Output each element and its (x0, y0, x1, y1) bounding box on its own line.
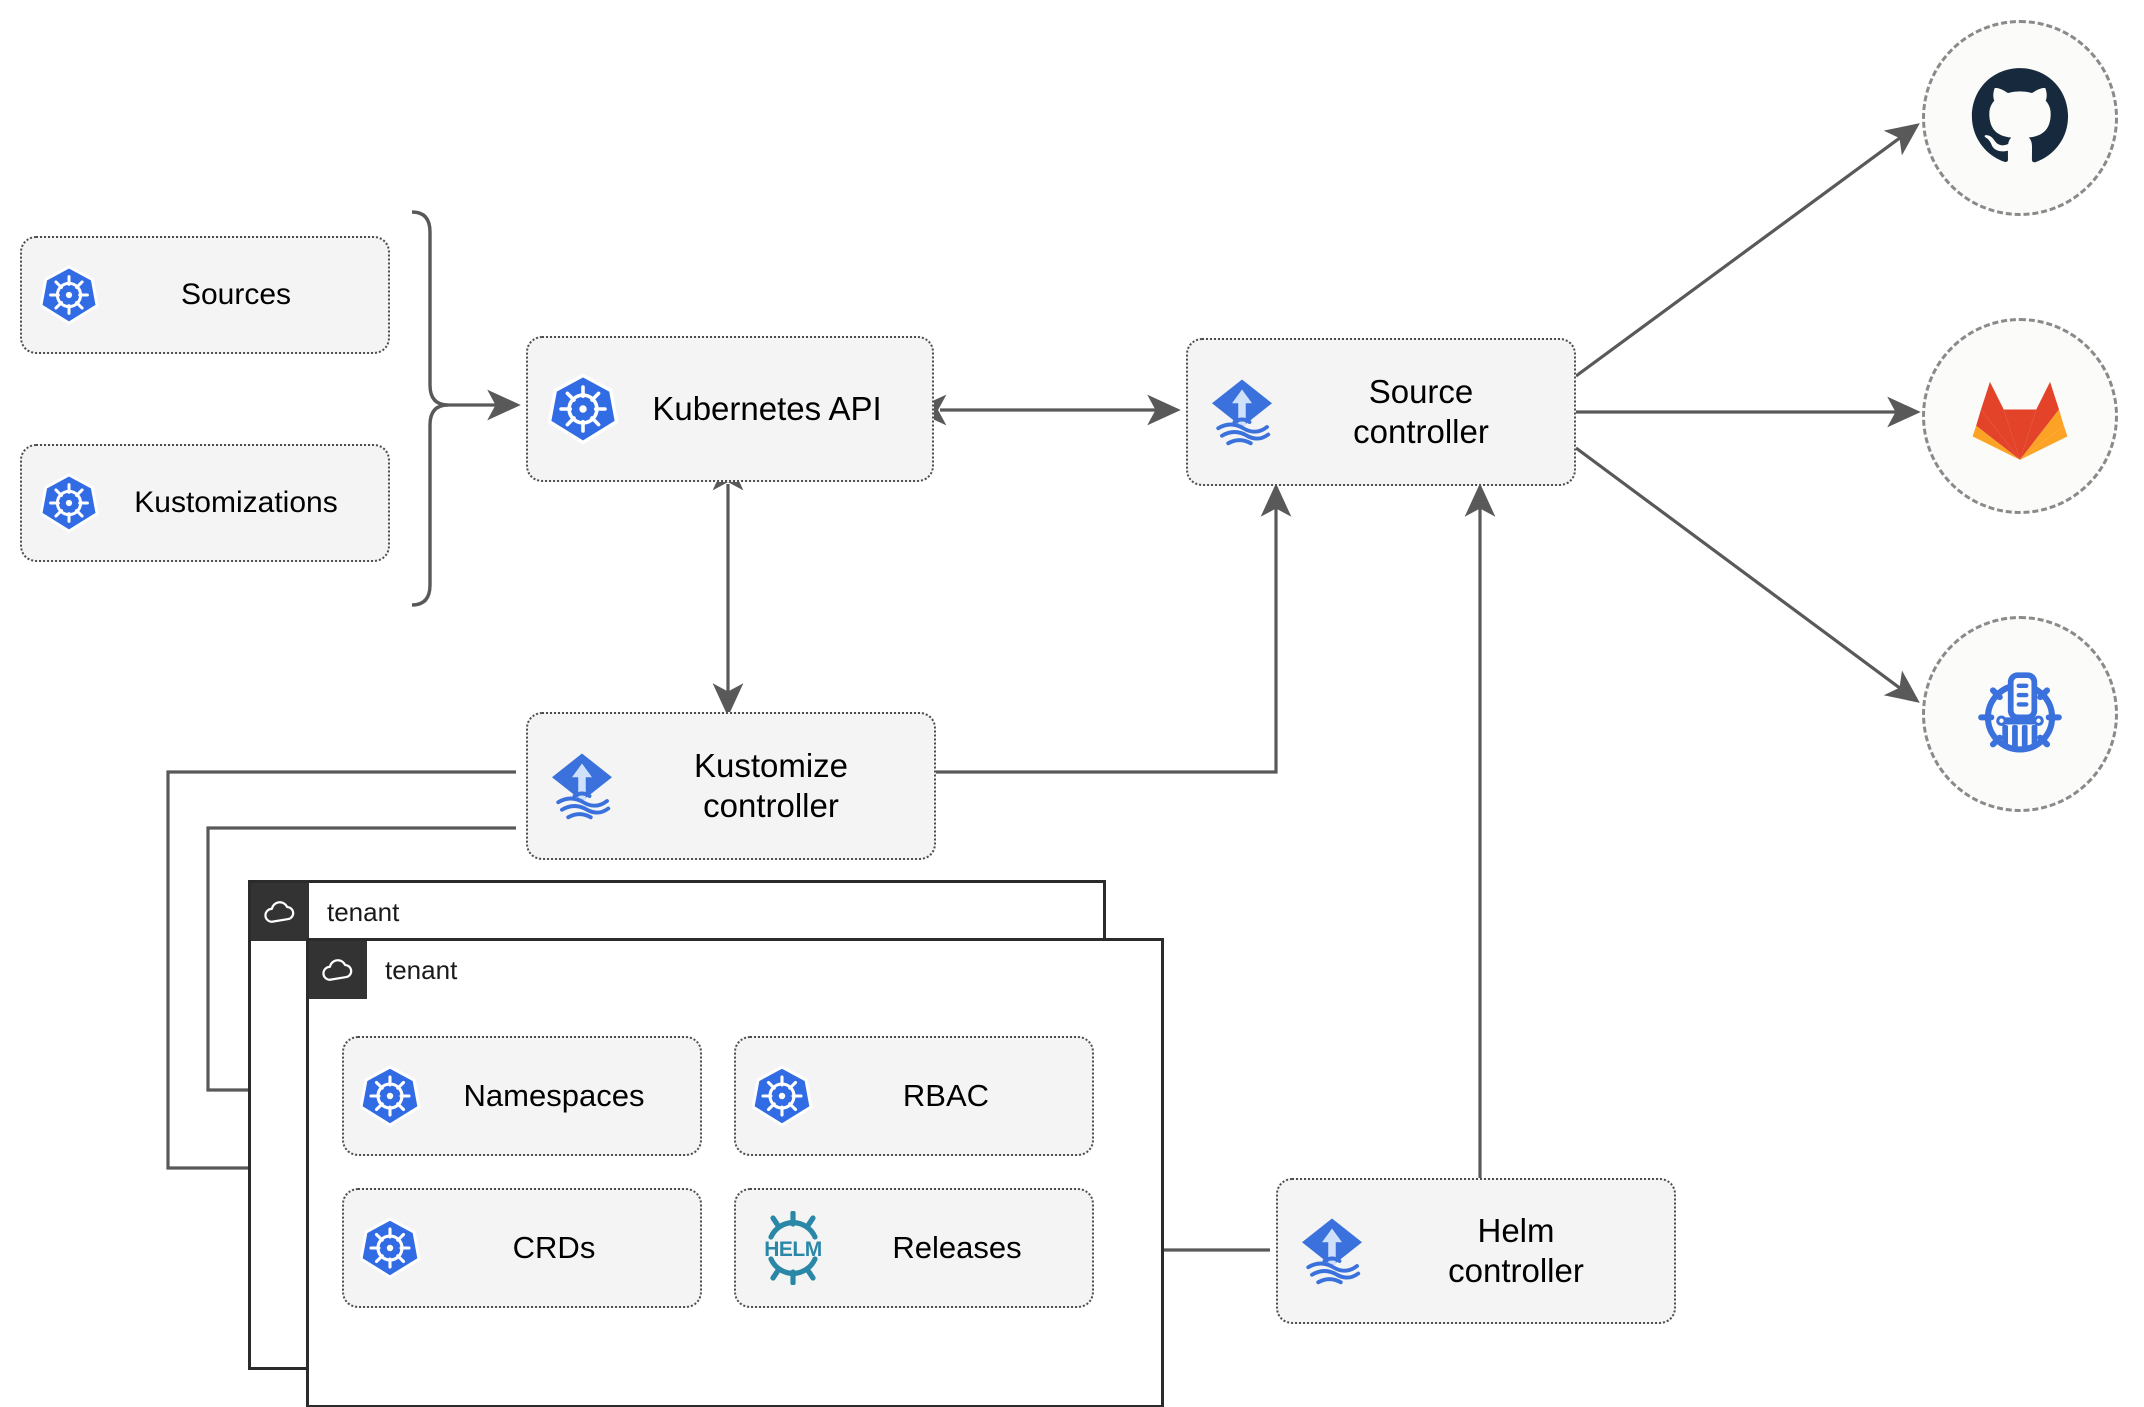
flux-icon (1292, 1211, 1372, 1291)
node-label: Kubernetes API (652, 389, 882, 427)
node-label: Helm controller (1448, 1211, 1584, 1289)
kubernetes-icon (358, 1216, 422, 1280)
node-kustomize-controller[interactable]: Kustomize controller (526, 712, 936, 860)
helm-repository-icon (1966, 660, 2074, 768)
node-label: CRDs (512, 1230, 596, 1266)
flux-icon (542, 746, 622, 826)
node-label: Namespaces (463, 1078, 645, 1114)
node-crds[interactable]: CRDs (342, 1188, 702, 1308)
cloud-icon (309, 941, 367, 999)
tenant-label: tenant (385, 954, 458, 985)
helm-icon: HELM (750, 1211, 836, 1285)
github-icon (1968, 66, 2072, 170)
node-kustomizations[interactable]: Kustomizations (20, 444, 390, 562)
kubernetes-icon (358, 1064, 422, 1128)
node-kubernetes-api[interactable]: Kubernetes API (526, 336, 934, 482)
flux-icon (1202, 372, 1282, 452)
kubernetes-icon (38, 472, 100, 534)
node-releases[interactable]: HELM Releases (734, 1188, 1094, 1308)
node-label: Sources (180, 277, 292, 311)
node-label: Kustomize controller (693, 746, 849, 824)
node-label: Kustomizations (134, 485, 338, 519)
node-source-controller[interactable]: Source controller (1186, 338, 1576, 486)
provider-gitlab[interactable] (1922, 318, 2118, 514)
node-label: Source controller (1353, 372, 1489, 450)
kubernetes-icon (38, 264, 100, 326)
node-label: RBAC (902, 1078, 990, 1114)
tenant-inner: tenant (306, 938, 1164, 1407)
provider-github[interactable] (1922, 20, 2118, 216)
svg-text:HELM: HELM (764, 1238, 822, 1261)
node-label: Releases (892, 1230, 1022, 1266)
kubernetes-icon (750, 1064, 814, 1128)
gitlab-icon (1968, 364, 2072, 468)
tenant-header: tenant (251, 883, 399, 941)
tenant-label: tenant (327, 896, 400, 927)
kubernetes-icon (546, 372, 620, 446)
node-namespaces[interactable]: Namespaces (342, 1036, 702, 1156)
node-helm-controller[interactable]: Helm controller (1276, 1178, 1676, 1324)
provider-helm-repository[interactable] (1922, 616, 2118, 812)
cloud-icon (251, 883, 309, 941)
node-sources[interactable]: Sources (20, 236, 390, 354)
tenant-header: tenant (309, 941, 457, 999)
node-rbac[interactable]: RBAC (734, 1036, 1094, 1156)
